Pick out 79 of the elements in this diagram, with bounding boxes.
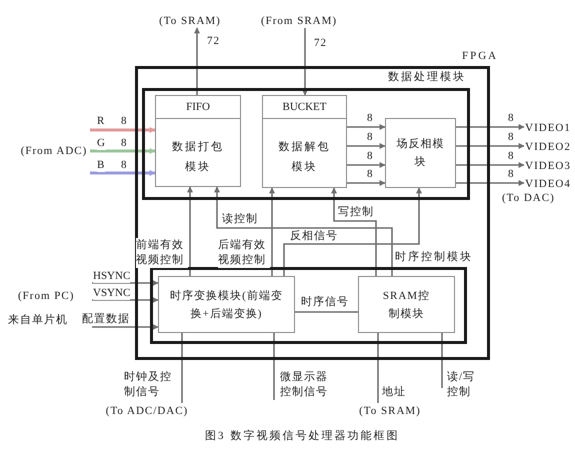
connector xyxy=(456,143,525,149)
connector xyxy=(302,28,308,96)
edge-label: 写控制 xyxy=(338,206,374,219)
block-header: FIFO xyxy=(156,96,240,119)
edge-label: 地址 xyxy=(382,386,406,399)
module-box xyxy=(158,276,295,333)
signal-label: (To ADC/DAC) xyxy=(102,403,192,418)
signal-label: (To DAC) xyxy=(502,192,555,205)
edge-label: B xyxy=(97,159,106,172)
connector xyxy=(347,143,386,149)
signal-label: (To SRAM) xyxy=(360,403,420,418)
edge-label: 前端有效视频控制 xyxy=(136,238,188,268)
connector xyxy=(194,27,200,95)
signal-label: 8 xyxy=(508,150,514,163)
connector xyxy=(92,280,159,286)
signal-label: 8 xyxy=(121,159,128,172)
connector xyxy=(90,127,156,133)
connector xyxy=(456,124,525,130)
connector xyxy=(456,180,525,186)
edge-label: 后端有效视频控制 xyxy=(218,238,270,268)
module-box xyxy=(155,95,241,187)
connector xyxy=(273,333,275,400)
block-label: 数据解包模块 xyxy=(278,140,330,175)
module-box xyxy=(385,118,456,188)
signal-label: 8 xyxy=(121,115,128,128)
block-label: SRAM控制模块 xyxy=(382,288,432,322)
block-header: BUCKET xyxy=(263,96,346,119)
signal-label: 8 xyxy=(121,137,128,150)
edge-label: 时序信号 xyxy=(301,296,349,309)
connector xyxy=(456,162,525,168)
signal-label: (To SRAM) xyxy=(160,13,220,28)
edge-label: VSYNC xyxy=(93,287,130,300)
connector xyxy=(181,333,183,403)
signal-label: VIDEO1 xyxy=(524,120,572,135)
module-box xyxy=(262,95,347,188)
signal-label: VIDEO3 xyxy=(524,158,572,173)
connector xyxy=(347,162,386,168)
connector xyxy=(92,324,159,330)
signal-label: VIDEO2 xyxy=(524,139,572,154)
group-title: 数据处理模块 xyxy=(388,71,466,84)
group-title: FPGA xyxy=(462,50,498,63)
connector xyxy=(90,148,156,154)
connector xyxy=(187,186,193,276)
connector xyxy=(331,187,377,276)
group-title: 时序控制模块 xyxy=(395,251,473,264)
signal-label: 8 xyxy=(508,131,514,144)
connector xyxy=(269,187,275,276)
caption: 图3 数字视频信号处理器功能框图 xyxy=(205,430,400,443)
edge-label: 配置数据 xyxy=(82,313,130,326)
connector xyxy=(283,187,422,276)
signal-label: 8 xyxy=(508,168,514,181)
signal-label: 72 xyxy=(207,35,220,48)
block-label: 时序变换模块(前端变换+后端变换) xyxy=(169,288,284,322)
connector xyxy=(441,333,443,388)
module-box xyxy=(358,276,455,333)
connector xyxy=(92,297,159,303)
connector xyxy=(347,180,386,186)
signal-label: 8 xyxy=(367,150,374,163)
block-label: 场反相模块 xyxy=(396,137,446,170)
signal-label: (From PC) xyxy=(18,290,74,303)
edge-label: 读控制 xyxy=(222,213,258,226)
connector xyxy=(295,311,358,313)
signal-label: 来自单片机 xyxy=(8,314,68,327)
signal-label: 72 xyxy=(314,37,327,50)
connector xyxy=(377,333,379,403)
edge-label: HSYNC xyxy=(93,270,130,283)
signal-label: (From ADC) xyxy=(18,124,90,178)
connector xyxy=(214,186,393,276)
signal-label: 8 xyxy=(367,112,374,125)
signal-label: VIDEO4 xyxy=(524,176,572,191)
signal-label: (From SRAM) xyxy=(262,13,336,28)
block-label: 数据打包模块 xyxy=(172,140,224,175)
edge-label: G xyxy=(97,137,106,150)
signal-label: 8 xyxy=(508,112,514,125)
edge-label: 反相信号 xyxy=(290,230,338,243)
signal-label: 8 xyxy=(367,168,374,181)
connector xyxy=(347,124,386,130)
connector xyxy=(90,170,156,176)
signal-label: 8 xyxy=(367,131,374,144)
